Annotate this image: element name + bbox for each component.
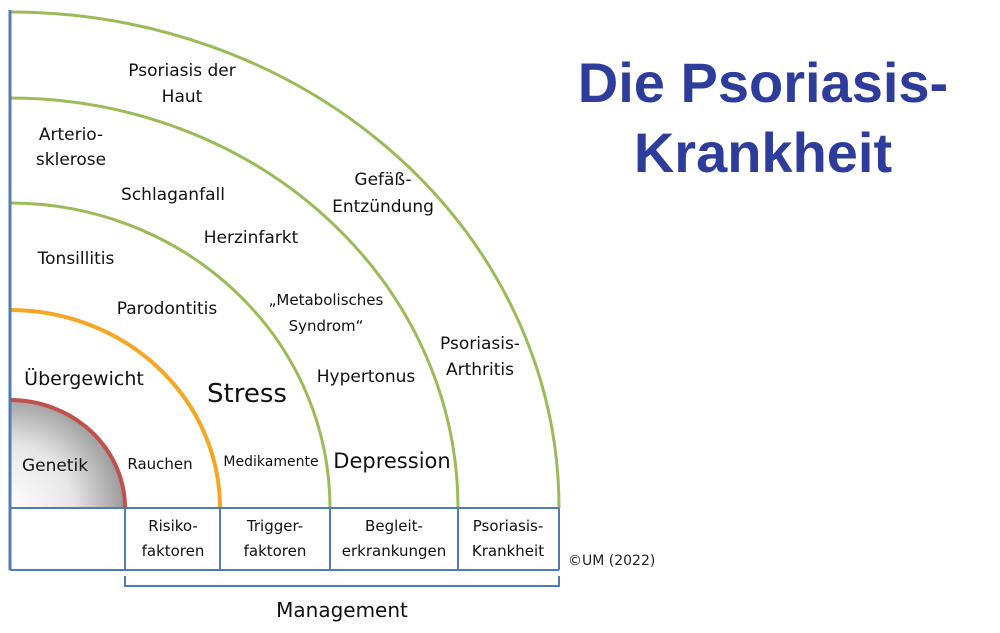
label-genetik: Genetik — [22, 456, 88, 476]
cell-comorbid-line1: Begleit- — [365, 517, 423, 535]
label-uebergewicht: Übergewicht — [24, 367, 144, 390]
management-bracket — [124, 576, 560, 587]
genetics-core — [10, 400, 125, 508]
disease-arc — [9, 96, 460, 509]
label-gefaess: Gefäß- — [354, 170, 411, 190]
label-hypertonus: Hypertonus — [317, 367, 416, 387]
label-tonsillitis: Tonsillitis — [37, 249, 115, 269]
title-line-2: Krankheit — [633, 121, 893, 184]
management-label: Management — [276, 598, 408, 622]
cell-comorbid-line2: erkrankungen — [342, 542, 446, 560]
cell-risk-line2: faktoren — [142, 542, 205, 560]
page-title: Die Psoriasis- Krankheit — [532, 48, 994, 188]
label-psoriasis-der: Psoriasis der — [128, 61, 235, 81]
label-haut: Haut — [162, 87, 203, 107]
cell-trigger-line2: faktoren — [244, 542, 307, 560]
outer-arc — [9, 10, 561, 509]
cell-risk-line1: Risiko- — [148, 517, 198, 535]
genetics-arc — [9, 398, 127, 509]
label-sklerose: sklerose — [36, 150, 106, 170]
cell-disease-line2: Krankheit — [472, 542, 544, 560]
cell-disease-line1: Psoriasis- — [473, 517, 544, 535]
label-herzinfarkt: Herzinfarkt — [204, 228, 299, 248]
label-schlaganfall: Schlaganfall — [121, 185, 225, 205]
label-parodontitis: Parodontitis — [117, 299, 218, 319]
label-rauchen: Rauchen — [127, 455, 192, 473]
title-line-1: Die Psoriasis- — [577, 51, 949, 114]
label-psoriasis-arthritis-1: Psoriasis- — [440, 334, 520, 354]
label-medikamente: Medikamente — [223, 454, 318, 470]
copyright-note: ©UM (2022) — [568, 553, 656, 569]
cell-trigger-line1: Trigger- — [246, 517, 303, 535]
label-arterio: Arterio- — [39, 125, 103, 145]
category-table — [10, 507, 560, 571]
label-stress: Stress — [207, 379, 287, 409]
label-syndrom: Syndrom“ — [289, 317, 364, 335]
label-entzuendung: Entzündung — [332, 197, 434, 217]
trigger-arc — [9, 308, 222, 509]
label-depression: Depression — [333, 449, 450, 473]
label-metabolisches: „Metabolisches — [269, 291, 384, 309]
comorbidity-arc — [9, 201, 332, 509]
label-psoriasis-arthritis-2: Arthritis — [446, 360, 514, 380]
